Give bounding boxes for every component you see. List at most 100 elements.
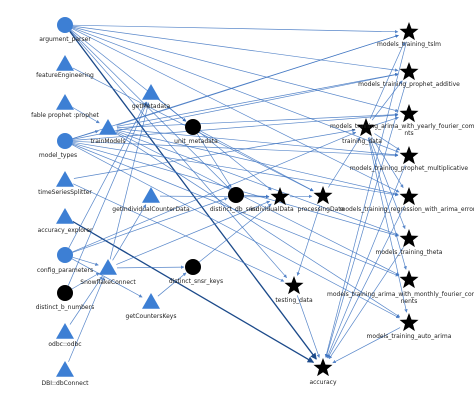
edge-argument_parser-to-models_training_arima_with_yearly_fourier_components <box>72 26 399 113</box>
edge-training_data-to-models_training_prophet_additive <box>371 80 403 121</box>
node-star-models_training_prophet_multiplicative[interactable] <box>399 146 419 165</box>
node-circle-model_types[interactable] <box>57 133 73 149</box>
node-circle-distinct_db_snsr[interactable] <box>228 187 244 203</box>
node-triangle-accuracy_explorer[interactable] <box>56 208 74 224</box>
node-star-training_data[interactable] <box>356 118 376 137</box>
edge-processingData-to-testing_data <box>296 205 321 276</box>
edge-getCountersKeys-to-distinct_snsr_keys <box>157 272 187 297</box>
node-triangle-featureEngineering[interactable] <box>56 55 74 71</box>
node-triangle-odbc_odbc[interactable] <box>56 323 74 339</box>
edge-training_data-to-models_training_arima_with_yearly_fourier_components <box>375 116 399 126</box>
edge-timeSeriesSplitter-to-testing_data <box>73 183 285 282</box>
node-star-models_training_tslm[interactable] <box>399 22 419 41</box>
node-triangle-fable_prophet[interactable] <box>56 94 74 110</box>
edge-models_training_regression_with_arima_errors-to-accuracy <box>327 205 405 359</box>
node-label-distinct_b_numbers: distinct_b_numbers <box>36 304 94 311</box>
edge-snowflakeConnect-to-getMetadata <box>109 102 150 260</box>
node-label-trainModels: trainModels <box>90 138 125 145</box>
node-triangle-getCountersKeys[interactable] <box>142 293 160 309</box>
edge-unit_metadata-to-distinct_db_snsr <box>197 133 232 188</box>
edge-argument_parser-to-distinct_db_snsr <box>70 30 230 189</box>
edge-model_types-to-models_training_prophet_additive <box>72 73 399 140</box>
edge-getMetadata-to-unit_metadata <box>157 98 187 122</box>
node-label-training_data: training_data <box>342 138 382 145</box>
node-label-models_training_arima_with_monthly_fourier_components: models_training_arima_with_monthly_fouri… <box>327 291 474 305</box>
node-label-unit_metadata: unit_metadata <box>174 138 218 145</box>
edge-snowflakeConnect-to-distinct_snsr_keys <box>116 265 185 269</box>
edge-testing_data-to-accuracy <box>296 295 320 358</box>
edge-model_types-to-models_training_arima_with_monthly_fourier_components <box>72 143 400 277</box>
node-label-distinct_db_snsr: distinct_db_snsr <box>210 206 259 213</box>
edge-argument_parser-to-models_training_regression_with_arima_errors <box>72 28 400 193</box>
nodes-layer <box>56 17 419 377</box>
edge-training_data-to-models_training_prophet_multiplicative <box>374 133 401 151</box>
edge-argument_parser-to-models_training_prophet_multiplicative <box>72 27 400 153</box>
node-triangle-trainModels[interactable] <box>99 119 117 135</box>
node-triangle-getMetadata[interactable] <box>142 84 160 100</box>
edge-config_parameters-to-distinct_db_snsr <box>72 197 228 253</box>
node-star-models_training_auto_arima[interactable] <box>399 313 419 332</box>
node-circle-unit_metadata[interactable] <box>185 119 201 135</box>
node-triangle-dbi_dbconnect[interactable] <box>56 361 74 377</box>
edge-models_training_theta-to-accuracy <box>328 247 404 360</box>
node-label-fable_prophet: fable prophet :prophet <box>31 112 99 119</box>
edge-trainModels-to-models_training_prophet_additive <box>116 72 399 127</box>
node-label-models_training_arima_with_yearly_fourier_components: models_training_arima_with_yearly_fourie… <box>330 123 474 137</box>
edge-model_types-to-models_training_prophet_multiplicative <box>72 140 399 158</box>
edge-training_data-to-models_training_regression_with_arima_errors <box>371 136 404 188</box>
edge-model_types-to-models_training_regression_with_arima_errors <box>72 141 399 197</box>
edge-config_parameters-to-snowflakeConnect <box>72 256 99 266</box>
node-star-models_training_theta[interactable] <box>399 229 419 248</box>
edge-model_types-to-models_training_auto_arima <box>71 144 400 319</box>
node-star-testing_data[interactable] <box>284 276 304 295</box>
edge-trainModels-to-models_training_arima_with_monthly_fourier_components <box>115 131 400 276</box>
edge-snowflakeConnect-to-getIndividualCounterData <box>112 204 147 261</box>
edge-processingData-to-training_data <box>328 137 361 188</box>
edge-argument_parser-to-models_training_prophet_additive <box>72 25 399 72</box>
node-star-models_training_arima_with_yearly_fourier_components[interactable] <box>399 104 419 123</box>
edge-odbc_odbc-to-snowflakeConnect <box>69 276 103 325</box>
node-label-models_training_regression_with_arima_errors: models_training_regression_with_arima_er… <box>339 206 474 213</box>
edge-models_training_tslm-to-accuracy <box>324 41 407 358</box>
edge-training_data-to-models_training_arima_with_monthly_fourier_components <box>368 137 407 270</box>
node-label-config_parameters: config_parameters <box>37 267 93 274</box>
edge-dbi_dbconnect-to-snowflakeConnect <box>68 276 105 362</box>
node-star-processingData[interactable] <box>313 186 333 205</box>
node-label-snowflakeConnect: SnowflakeConnect <box>80 279 136 286</box>
edge-training_data-to-models_training_theta <box>369 137 406 230</box>
labels-layer: argument_parser featureEngineering fable p… <box>31 36 474 387</box>
edge-distinct_db_snsr-to-individualData <box>243 194 270 199</box>
node-label-getIndividualCounterData: getIndividualCounterData <box>112 206 190 213</box>
node-triangle-getIndividualCounterData[interactable] <box>142 187 160 203</box>
edge-distinct_b_numbers-to-getMetadata <box>67 101 148 286</box>
node-star-accuracy[interactable] <box>313 358 333 377</box>
node-circle-config_parameters[interactable] <box>57 247 73 263</box>
node-label-accuracy: accuracy <box>309 379 337 386</box>
node-star-models_training_prophet_additive[interactable] <box>399 62 419 81</box>
node-label-argument_parser: argument_parser <box>39 36 91 43</box>
node-triangle-timeSeriesSplitter[interactable] <box>56 171 74 187</box>
node-star-individualData[interactable] <box>270 187 290 206</box>
node-label-featureEngineering: featureEngineering <box>36 72 94 79</box>
edge-getIndividualCounterData-to-individualData <box>159 195 270 199</box>
edge-config_parameters-to-getCountersKeys <box>71 258 143 298</box>
node-triangle-snowflakeConnect[interactable] <box>99 259 117 275</box>
node-circle-distinct_snsr_keys[interactable] <box>185 259 201 275</box>
edge-config_parameters-to-getMetadata <box>68 101 147 249</box>
node-star-models_training_regression_with_arima_errors[interactable] <box>399 187 419 206</box>
edge-trainModels-to-models_training_tslm <box>116 34 399 126</box>
node-circle-argument_parser[interactable] <box>57 17 73 33</box>
edge-training_data-to-models_training_tslm <box>369 41 405 120</box>
node-star-models_training_arima_with_monthly_fourier_components[interactable] <box>399 270 419 289</box>
edge-trainModels-to-models_training_auto_arima <box>115 132 401 318</box>
edge-models_training_prophet_multiplicative-to-accuracy <box>326 165 406 359</box>
edge-trainModels-to-models_training_arima_with_yearly_fourier_components <box>116 112 399 128</box>
node-label-getCountersKeys: getCountersKeys <box>126 313 177 320</box>
edge-distinct_snsr_keys-to-individualData <box>198 203 272 263</box>
edge-unit_metadata-to-processingData <box>199 130 314 192</box>
edge-argument_parser-to-accuracy <box>69 31 317 360</box>
edge-models_training_auto_arima-to-accuracy <box>332 327 401 364</box>
node-circle-distinct_b_numbers[interactable] <box>57 285 73 301</box>
